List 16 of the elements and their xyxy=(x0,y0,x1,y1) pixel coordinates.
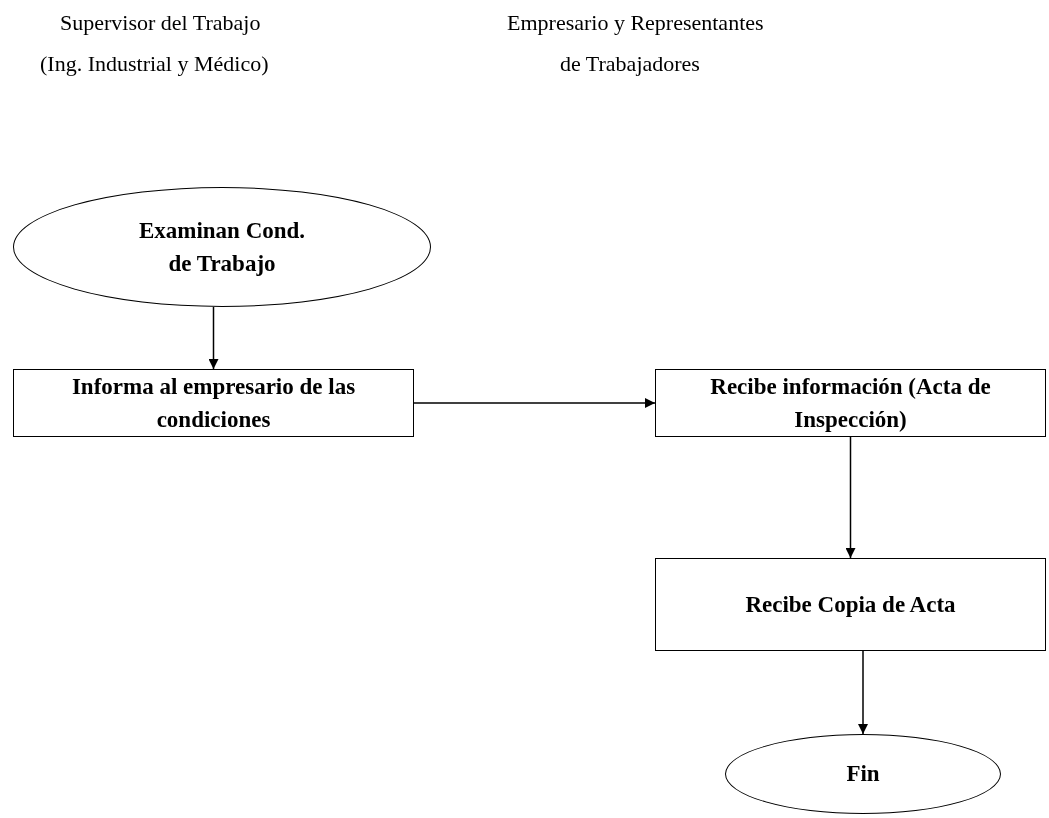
process-box xyxy=(655,369,1046,437)
node-label: Recibe información (Acta de Inspección) xyxy=(709,372,992,434)
arrow xyxy=(208,306,219,370)
arrow xyxy=(845,436,856,559)
process-box xyxy=(655,558,1046,651)
column-header: de Trabajadores xyxy=(560,51,700,77)
column-header: Supervisor del Trabajo xyxy=(60,10,261,36)
process-box xyxy=(13,369,414,437)
arrow xyxy=(858,650,868,735)
arrow xyxy=(413,398,656,408)
column-header: (Ing. Industrial y Médico) xyxy=(40,51,269,77)
node-label: Recibe Copia de Acta xyxy=(745,590,956,619)
node-label: Fin xyxy=(846,760,880,789)
column-header: Empresario y Representantes xyxy=(507,10,764,36)
node-label: Informa al empresario de las condiciones xyxy=(70,372,357,434)
node-label: Examinan Cond. de Trabajo xyxy=(137,216,307,278)
